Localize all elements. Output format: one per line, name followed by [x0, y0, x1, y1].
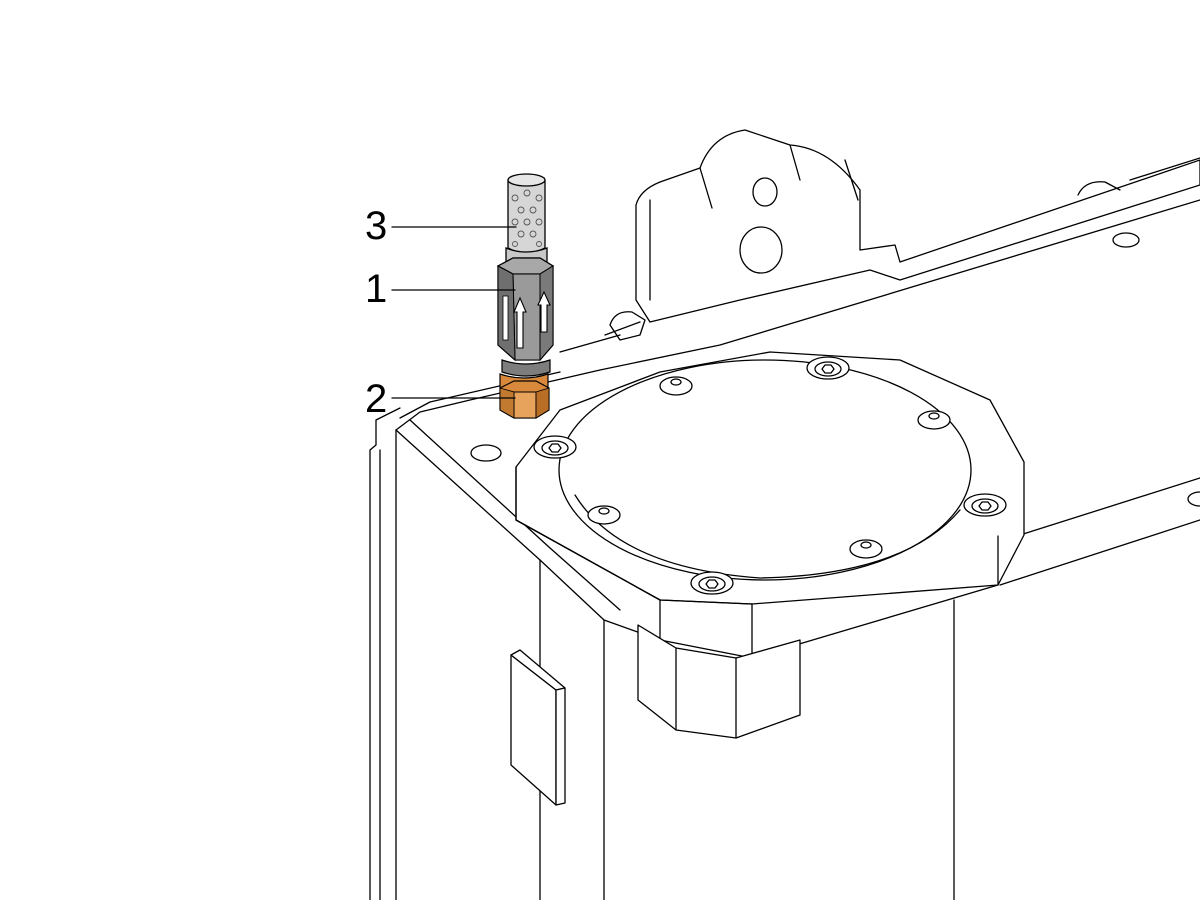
callout-3: 3 — [365, 204, 517, 248]
arrow-up-icon — [513, 296, 527, 349]
cover-screws — [533, 356, 1007, 595]
button-screw — [849, 539, 883, 559]
callout-2: 2 — [365, 377, 516, 421]
housing-left-side — [369, 407, 955, 900]
mounting-hole — [1112, 232, 1140, 248]
callout-1: 1 — [365, 267, 516, 311]
round-cover — [558, 359, 972, 581]
callout-number: 2 — [365, 377, 387, 421]
adapter-fitting — [499, 373, 550, 419]
bracket-hole — [739, 226, 783, 274]
socket-head-screw — [963, 493, 1007, 517]
button-screw — [917, 410, 951, 430]
mounting-hole — [1187, 491, 1200, 507]
valve-assembly — [496, 173, 555, 419]
flange-plate — [515, 351, 1025, 659]
callout-number: 3 — [365, 204, 387, 248]
arrow-up-icon — [537, 290, 551, 333]
hex-body — [637, 624, 801, 739]
silencer-perforations — [511, 189, 543, 247]
button-screw — [659, 376, 693, 396]
callout-number: 1 — [365, 267, 387, 311]
silencer — [505, 173, 548, 267]
machine-housing — [369, 129, 1200, 900]
socket-head-screw — [533, 435, 577, 459]
bracket-hole — [752, 177, 778, 207]
side-latch — [510, 649, 566, 806]
mounting-hole — [470, 444, 502, 462]
socket-head-screw — [690, 571, 734, 595]
button-screw — [587, 505, 621, 525]
upper-bracket — [559, 129, 1200, 353]
check-valve-body — [496, 257, 555, 377]
socket-head-screw — [806, 356, 850, 380]
